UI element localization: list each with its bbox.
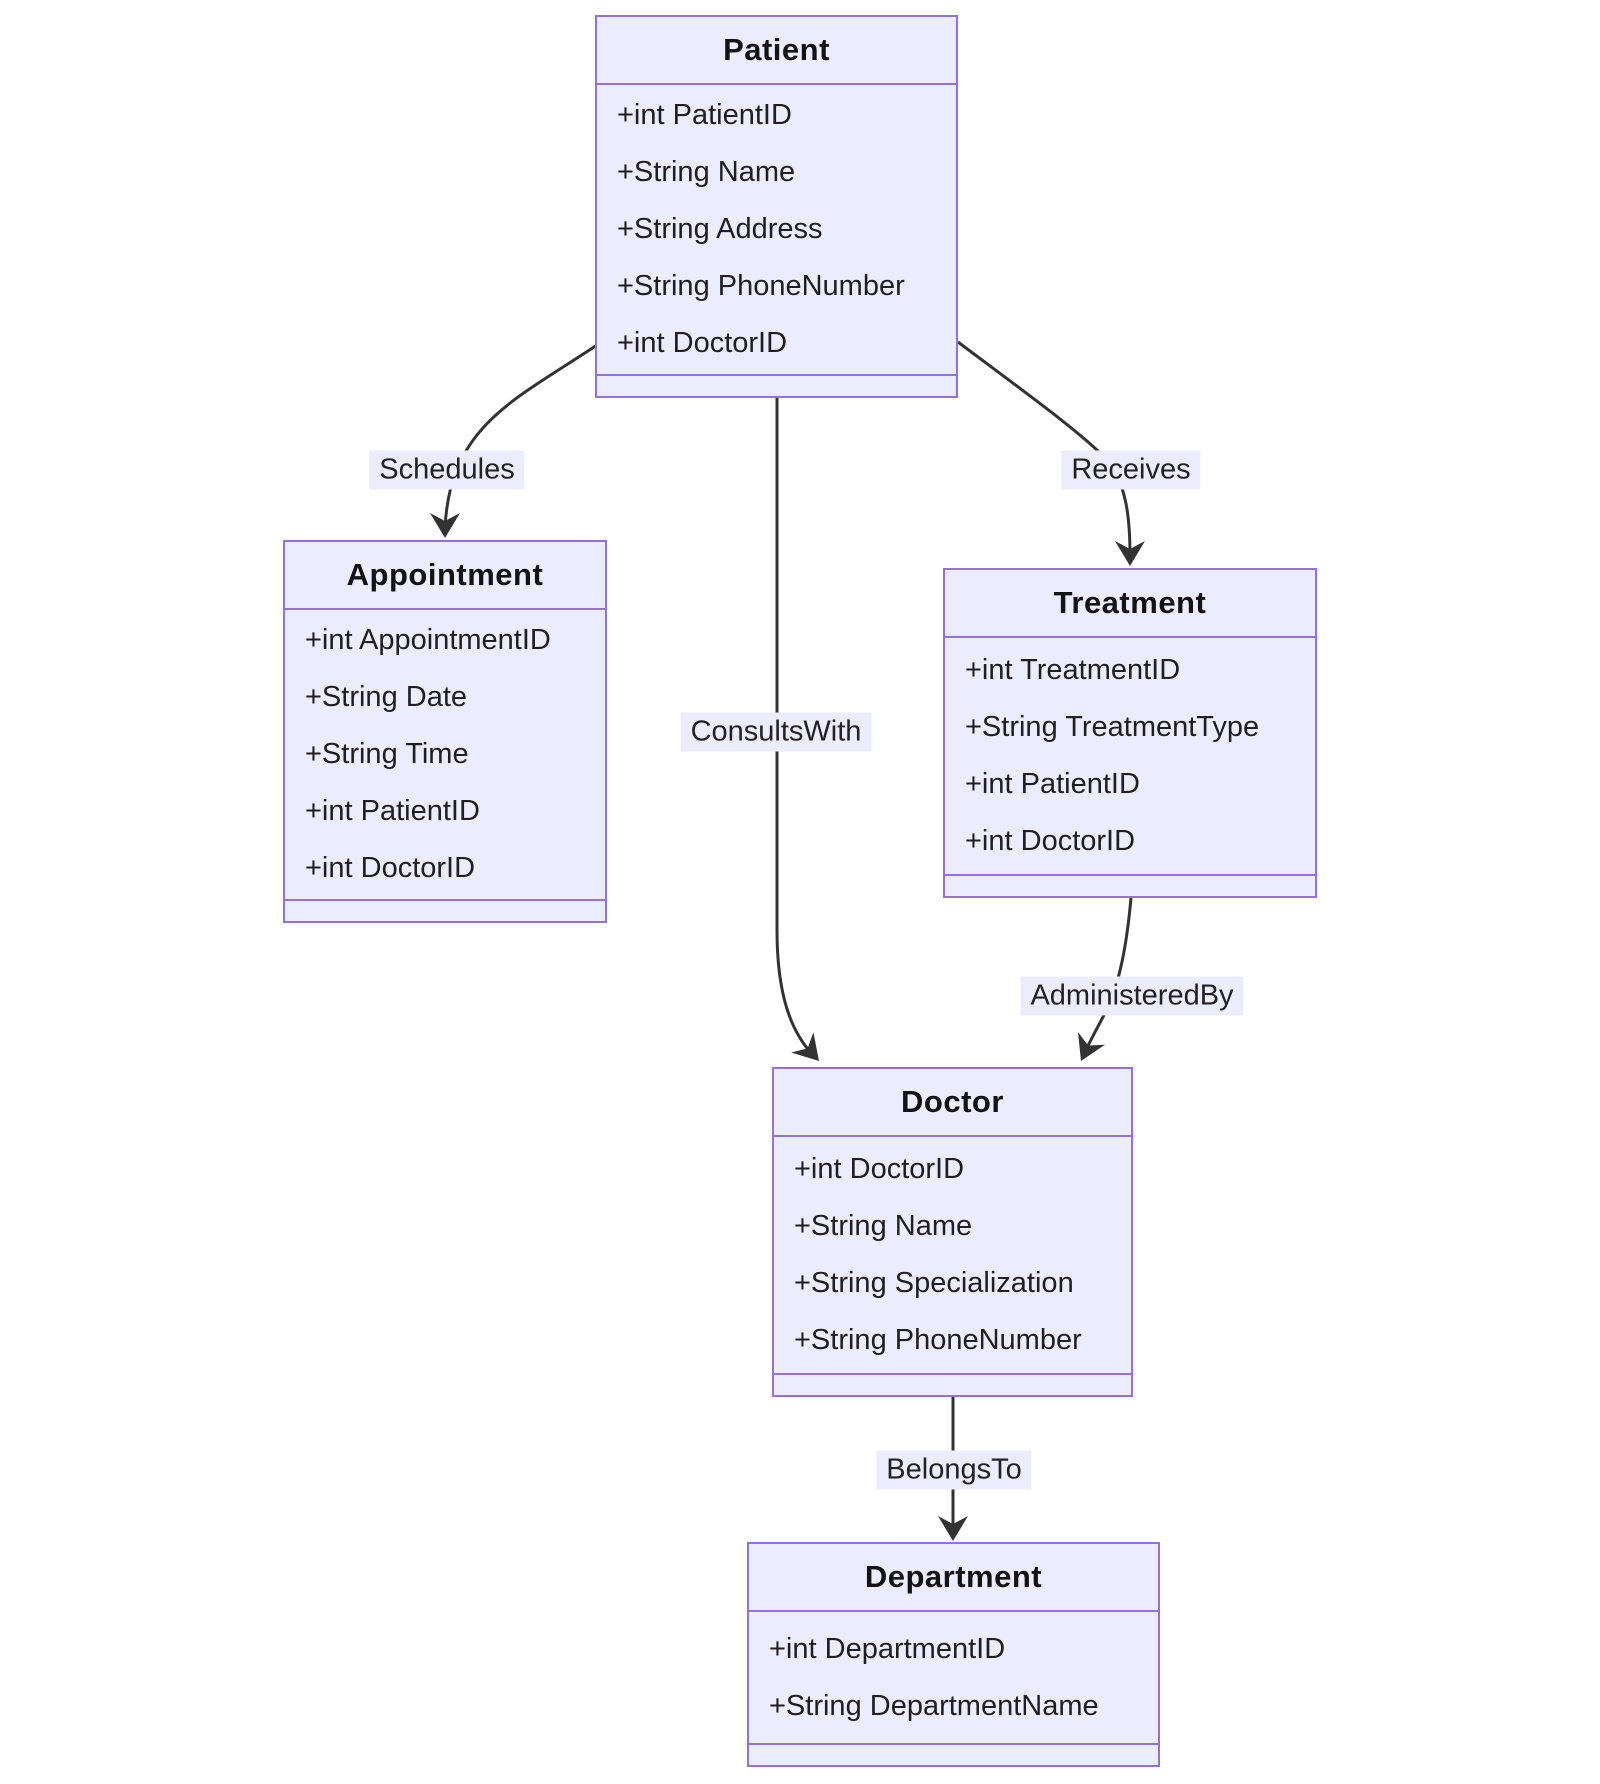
class-methods-compartment bbox=[774, 1373, 1131, 1395]
class-attribute: +String Name bbox=[794, 1210, 973, 1242]
class-attribute: +String Specialization bbox=[794, 1267, 1074, 1299]
class-attribute: +String Date bbox=[305, 681, 468, 713]
class-attribute: +String Name bbox=[617, 156, 796, 188]
edge-label-belongsto: BelongsTo bbox=[876, 1450, 1032, 1490]
class-attribute: +int DoctorID bbox=[794, 1153, 965, 1185]
class-node-patient: Patient +int PatientID +String Name +Str… bbox=[595, 15, 958, 398]
class-node-doctor: Doctor +int DoctorID +String Name +Strin… bbox=[772, 1067, 1133, 1397]
class-attribute: +String TreatmentType bbox=[965, 711, 1260, 743]
class-attribute: +String PhoneNumber bbox=[617, 270, 905, 302]
arrowhead-belongsto-icon bbox=[938, 1516, 968, 1541]
edge-label-administeredby: AdministeredBy bbox=[1020, 976, 1244, 1016]
class-attribute: +String DepartmentName bbox=[769, 1689, 1099, 1722]
arrowhead-schedules-icon bbox=[430, 513, 460, 538]
class-attributes-appointment: +int AppointmentID +String Date +String … bbox=[285, 610, 605, 899]
edge-receives bbox=[957, 340, 1132, 557]
class-title-appointment: Appointment bbox=[285, 542, 605, 610]
class-attribute: +int PatientID bbox=[617, 99, 792, 131]
class-title-treatment: Treatment bbox=[945, 570, 1315, 638]
class-attribute: +int PatientID bbox=[305, 795, 480, 827]
class-title-doctor: Doctor bbox=[774, 1069, 1131, 1137]
edge-label-schedules: Schedules bbox=[369, 450, 525, 490]
class-attribute: +String PhoneNumber bbox=[794, 1324, 1082, 1356]
edge-label-receives: Receives bbox=[1061, 450, 1201, 490]
class-attribute: +int AppointmentID bbox=[305, 624, 551, 656]
class-attributes-doctor: +int DoctorID +String Name +String Speci… bbox=[774, 1137, 1131, 1373]
edge-schedules bbox=[443, 343, 598, 529]
class-attribute: +int PatientID bbox=[965, 768, 1140, 800]
class-attributes-department: +int DepartmentID +String DepartmentName bbox=[749, 1612, 1158, 1743]
class-node-treatment: Treatment +int TreatmentID +String Treat… bbox=[943, 568, 1317, 898]
class-attributes-treatment: +int TreatmentID +String TreatmentType +… bbox=[945, 638, 1315, 874]
class-attribute: +int TreatmentID bbox=[965, 654, 1181, 686]
arrowhead-consultswith-icon bbox=[791, 1032, 819, 1061]
class-node-department: Department +int DepartmentID +String Dep… bbox=[747, 1542, 1160, 1767]
class-attribute: +int DoctorID bbox=[617, 327, 788, 359]
class-attribute: +int DepartmentID bbox=[769, 1632, 1006, 1665]
class-title-department: Department bbox=[749, 1544, 1158, 1612]
edge-label-consultswith: ConsultsWith bbox=[680, 712, 872, 752]
class-methods-compartment bbox=[597, 374, 956, 396]
class-attributes-patient: +int PatientID +String Name +String Addr… bbox=[597, 85, 956, 374]
arrowhead-administeredby-icon bbox=[1077, 1032, 1106, 1061]
class-methods-compartment bbox=[945, 874, 1315, 896]
class-node-appointment: Appointment +int AppointmentID +String D… bbox=[283, 540, 607, 923]
class-attribute: +int DoctorID bbox=[305, 852, 476, 884]
class-methods-compartment bbox=[749, 1743, 1158, 1765]
edge-consultswith bbox=[775, 398, 814, 1056]
class-attribute: +int DoctorID bbox=[965, 825, 1136, 857]
arrowhead-receives-icon bbox=[1115, 541, 1145, 566]
class-title-patient: Patient bbox=[597, 17, 956, 85]
class-methods-compartment bbox=[285, 899, 605, 921]
class-attribute: +String Time bbox=[305, 738, 469, 770]
class-attribute: +String Address bbox=[617, 213, 823, 245]
